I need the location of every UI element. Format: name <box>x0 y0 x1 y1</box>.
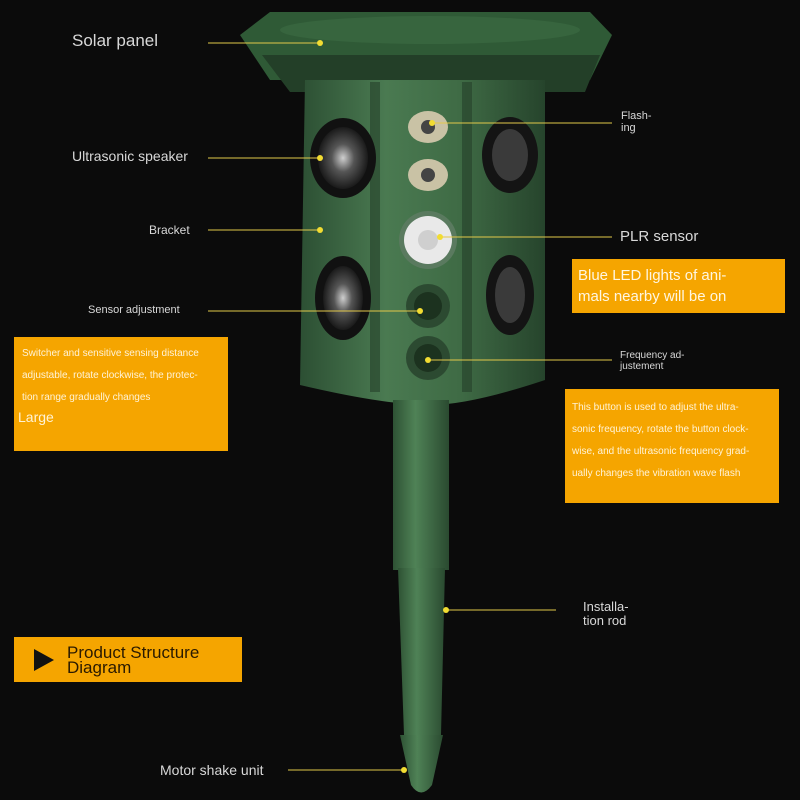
flashing-leds <box>408 111 448 191</box>
label-frequency-line: Frequency ad- <box>620 350 685 361</box>
label-bracket: Bracket <box>149 223 190 237</box>
label-flashing-line: Flash- <box>621 110 652 122</box>
label-installation-rod: Installa- tion rod <box>583 600 629 627</box>
label-frequency-adjustment: Frequency ad- justement <box>620 350 685 372</box>
callout-line: tion range gradually changes <box>22 392 151 403</box>
product-title: Product Structure Diagram <box>67 643 200 677</box>
callout-line: ually changes the vibration wave flash <box>572 468 741 479</box>
product-title-line: Diagram <box>67 658 132 677</box>
ultrasonic-speakers <box>310 117 538 340</box>
product-title-line: Product Structure <box>67 643 200 662</box>
adjustment-knobs <box>406 284 450 380</box>
label-rod-line: Installa- <box>583 599 629 614</box>
label-motor-shake-unit: Motor shake unit <box>160 762 264 778</box>
callout-line: Blue LED lights of ani- <box>578 267 727 284</box>
callout-switcher-large: Large <box>18 409 54 425</box>
leader-lines <box>208 42 612 771</box>
callout-line: mals nearby will be on <box>578 288 727 305</box>
label-sensor-adjustment: Sensor adjustment <box>88 304 180 316</box>
callout-line: wise, and the ultrasonic frequency grad- <box>572 446 750 457</box>
callout-blue-led: Blue LED lights of ani- mals nearby will… <box>572 259 785 313</box>
label-flashing-line: ing <box>621 121 636 134</box>
label-rod-line: tion rod <box>583 612 627 628</box>
play-arrow-icon <box>34 649 54 671</box>
callout-frequency-text: This button is used to adjust the ultra-… <box>572 397 749 485</box>
callout-line: Switcher and sensitive sensing distance <box>22 348 199 359</box>
callout-switcher: Switcher and sensitive sensing distance … <box>14 337 228 451</box>
callout-line: This button is used to adjust the ultra- <box>572 402 739 413</box>
callout-frequency-button: This button is used to adjust the ultra-… <box>565 389 779 503</box>
label-ultrasonic-speaker: Ultrasonic speaker <box>72 148 188 164</box>
installation-rod-shape <box>393 400 449 793</box>
label-flashing: Flash- ing <box>621 110 652 134</box>
label-plr-sensor: PLR sensor <box>620 228 699 245</box>
callout-line: adjustable, rotate clockwise, the protec… <box>22 370 198 381</box>
callout-switcher-text: Switcher and sensitive sensing distance … <box>22 343 199 409</box>
product-title-box <box>14 637 242 682</box>
callout-blue-led-text: Blue LED lights of ani- mals nearby will… <box>578 265 726 307</box>
leader-dots <box>317 40 449 773</box>
callout-line: sonic frequency, rotate the button clock… <box>572 424 749 435</box>
plr-sensor-dome <box>399 211 457 269</box>
label-frequency-line: justement <box>620 360 664 372</box>
label-solar-panel: Solar panel <box>72 31 159 50</box>
